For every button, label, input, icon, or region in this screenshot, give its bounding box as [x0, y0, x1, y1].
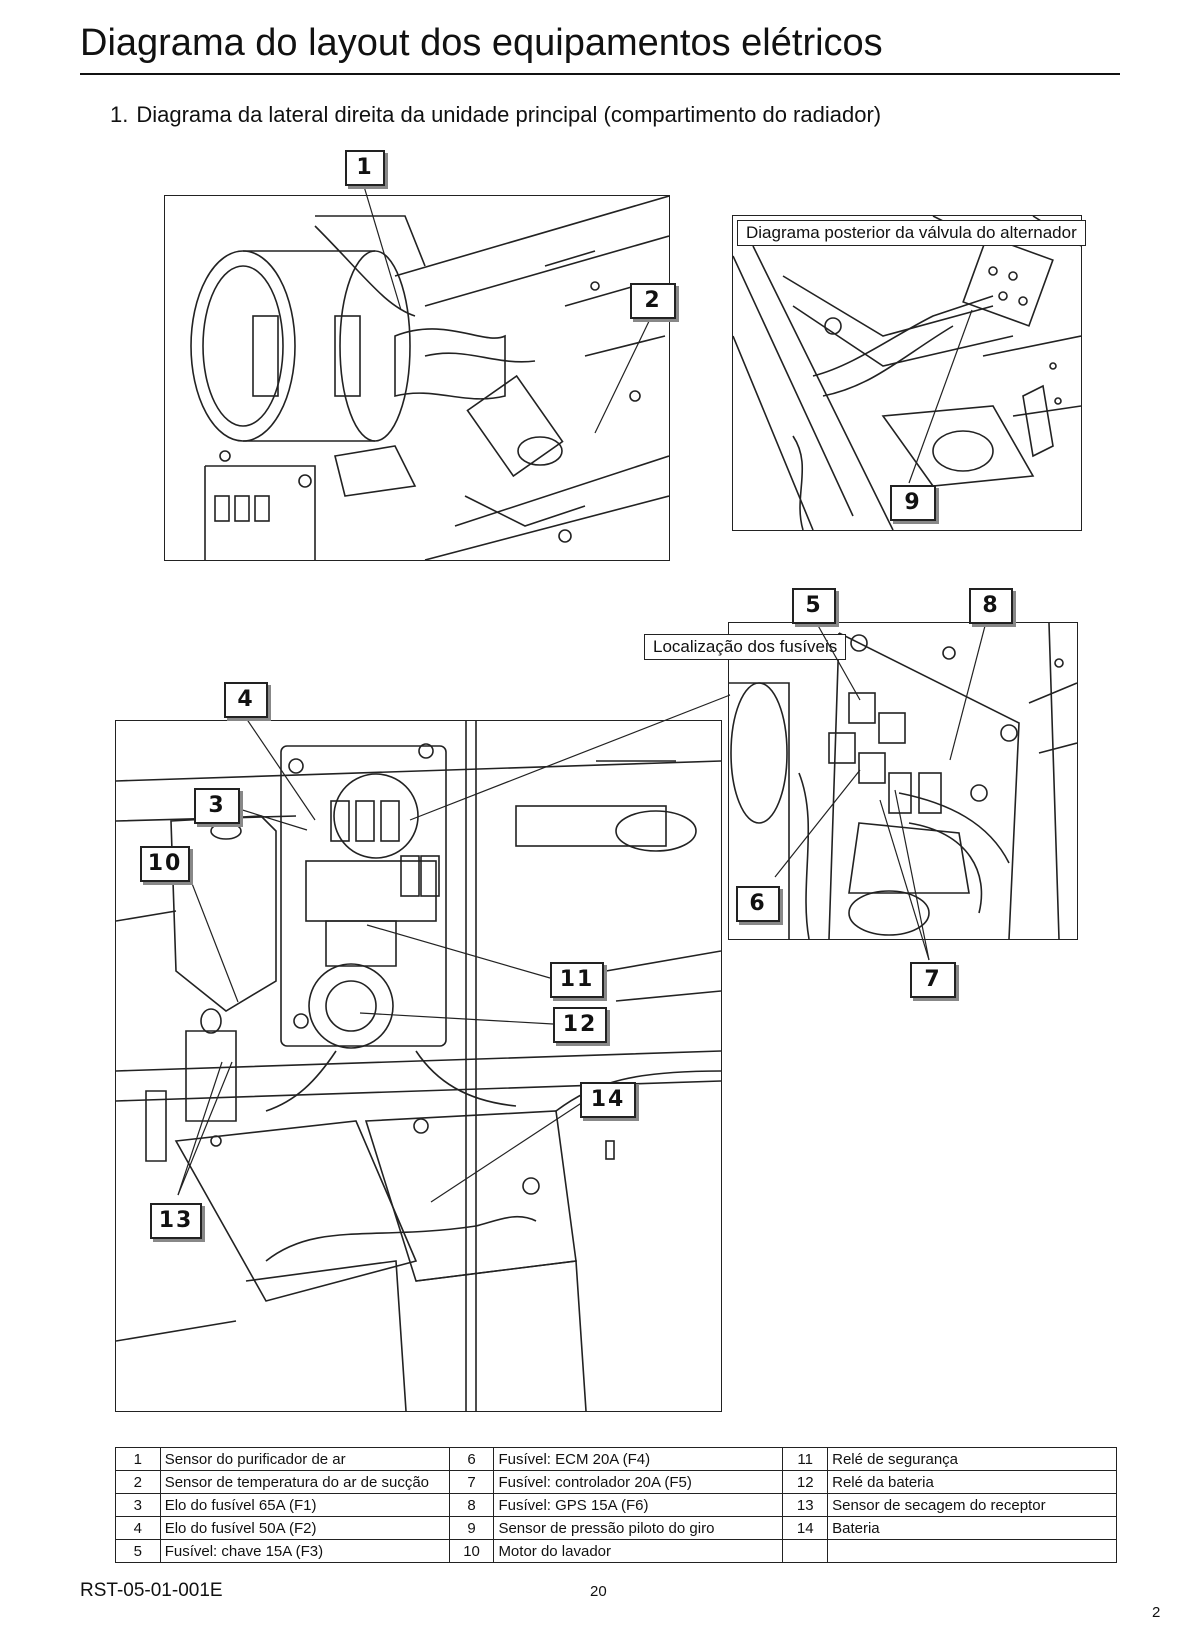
tag-9: 9 — [890, 485, 936, 521]
legend-description — [827, 1539, 1117, 1563]
legend-description: Relé da bateria — [827, 1470, 1117, 1494]
tag-2: 2 — [630, 283, 676, 319]
air-cleaner-illustration — [164, 195, 670, 561]
legend-number: 13 — [782, 1493, 829, 1517]
table-row: 1 Sensor do purificador de ar 6 Fusível:… — [115, 1447, 1117, 1471]
legend-number: 9 — [448, 1516, 495, 1540]
alternator-valve-callout: Diagrama posterior da válvula do alterna… — [737, 220, 1086, 246]
section-heading: 1. Diagrama da lateral direita da unidade… — [110, 102, 881, 128]
legend-description: Sensor de pressão piloto do giro — [493, 1516, 784, 1540]
legend-number: 7 — [448, 1470, 495, 1494]
tag-13: 13 — [150, 1203, 202, 1239]
tag-4: 4 — [224, 682, 268, 718]
tag-5: 5 — [792, 588, 836, 624]
page-title: Diagrama do layout dos equipamentos elét… — [80, 22, 1120, 75]
section-title: Diagrama da lateral direita da unidade p… — [136, 102, 882, 127]
section-number: 1. — [110, 102, 129, 127]
fuse-location-illustration — [728, 622, 1078, 940]
tag-11: 11 — [550, 962, 604, 998]
legend-number: 12 — [782, 1470, 829, 1494]
legend-number: 14 — [782, 1516, 829, 1540]
legend-description: Sensor do purificador de ar — [159, 1447, 450, 1471]
legend-number — [782, 1539, 829, 1563]
legend-description: Elo do fusível 65A (F1) — [159, 1493, 450, 1517]
legend-number: 8 — [448, 1493, 495, 1517]
tag-7: 7 — [910, 962, 956, 998]
legend-description: Relé de segurança — [827, 1447, 1117, 1471]
table-row: 4 Elo do fusível 50A (F2) 9 Sensor de pr… — [115, 1516, 1117, 1540]
legend-number: 4 — [115, 1516, 161, 1540]
tag-12: 12 — [553, 1007, 607, 1043]
legend-description: Motor do lavador — [493, 1539, 784, 1563]
legend-number: 10 — [448, 1539, 495, 1563]
legend-number: 1 — [115, 1447, 161, 1471]
legend-number: 5 — [115, 1539, 161, 1563]
legend-number: 6 — [448, 1447, 495, 1471]
document-code: RST-05-01-001E — [80, 1580, 223, 1601]
table-row: 5 Fusível: chave 15A (F3) 10 Motor do la… — [115, 1539, 1117, 1563]
legend-description: Sensor de secagem do receptor — [827, 1493, 1117, 1517]
page-number-right: 2 — [1152, 1604, 1161, 1621]
tag-10: 10 — [140, 846, 190, 882]
legend-description: Fusível: chave 15A (F3) — [159, 1539, 450, 1563]
tag-14: 14 — [580, 1082, 636, 1118]
table-row: 3 Elo do fusível 65A (F1) 8 Fusível: GPS… — [115, 1493, 1117, 1517]
tag-3: 3 — [194, 788, 240, 824]
legend-description: Elo do fusível 50A (F2) — [159, 1516, 450, 1540]
tag-8: 8 — [969, 588, 1013, 624]
table-row: 2 Sensor de temperatura do ar de sucção … — [115, 1470, 1117, 1494]
legend-table: 1 Sensor do purificador de ar 6 Fusível:… — [115, 1447, 1117, 1563]
legend-number: 2 — [115, 1470, 161, 1494]
fuse-location-callout: Localização dos fusíveis — [644, 634, 847, 660]
legend-description: Fusível: GPS 15A (F6) — [493, 1493, 784, 1517]
alternator-valve-illustration — [732, 215, 1082, 531]
tag-6: 6 — [736, 886, 780, 922]
legend-description: Fusível: ECM 20A (F4) — [493, 1447, 784, 1471]
legend-number: 3 — [115, 1493, 161, 1517]
legend-number: 11 — [782, 1447, 829, 1471]
legend-description: Fusível: controlador 20A (F5) — [493, 1470, 784, 1494]
page-number-center: 20 — [590, 1583, 607, 1600]
tag-1: 1 — [345, 150, 385, 186]
legend-description: Sensor de temperatura do ar de sucção — [159, 1470, 450, 1494]
legend-description: Bateria — [827, 1516, 1117, 1540]
